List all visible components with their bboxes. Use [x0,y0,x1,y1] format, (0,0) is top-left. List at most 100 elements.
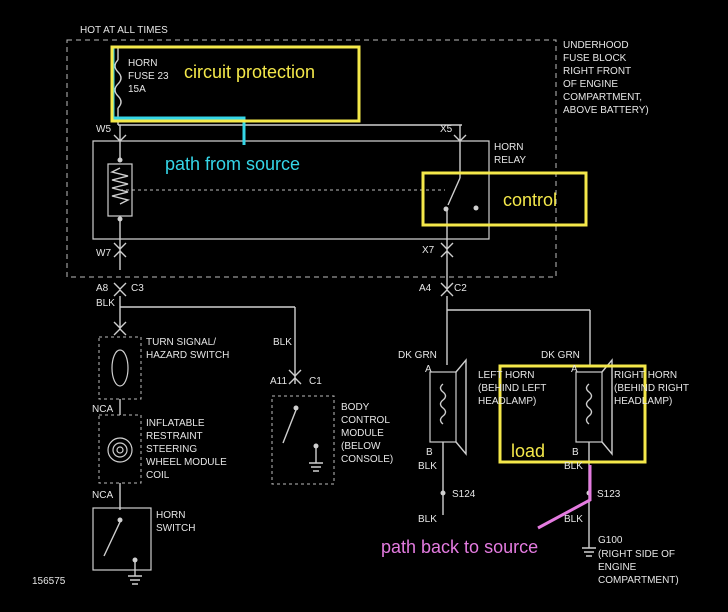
connector [113,321,127,336]
label-right-horn-3: HEADLAMP) [614,396,672,407]
left-horn-body [429,371,457,443]
node [293,405,299,411]
label-w5: W5 [96,124,111,135]
label-fuse-number: FUSE 23 [128,71,169,82]
label-fuse-block-1: UNDERHOOD [563,40,629,51]
label-fuse-block-4: OF ENGINE [563,79,618,90]
label-nca-2: NCA [92,490,113,501]
label-hot-at-all-times: HOT AT ALL TIMES [80,25,168,36]
label-s124: S124 [452,489,476,500]
splice-s124 [440,490,446,496]
connector-w5 [113,134,127,142]
label-horn-relay-2: RELAY [494,155,526,166]
label-horn-relay-1: HORN [494,142,523,153]
label-dk-grn-left: DK GRN [398,350,437,361]
ground-g100 [582,547,596,557]
relay-coil-symbol [109,167,131,205]
label-bcm-5: CONSOLE) [341,454,393,465]
coil-spiral-inner [116,446,124,454]
relay-switch-blade [447,177,461,206]
connector-c2 [440,282,454,297]
label-restraint-3: STEERING [146,444,197,455]
circuit-protection-box [110,45,361,123]
label-restraint-1: INFLATABLE [146,418,205,429]
horn-switch-blade [103,521,121,557]
fuse-symbol [114,59,122,109]
node [117,517,123,523]
label-fuse-block-3: RIGHT FRONT [563,66,631,77]
label-fuse-rating: 15A [128,84,146,95]
label-left-horn-2: (BEHIND LEFT [478,383,546,394]
label-ground-2: ENGINE [598,562,637,573]
annotation-path-back-to-source: path back to source [381,537,538,557]
left-horn-bell [455,358,467,456]
coil-spiral-outer [107,437,133,463]
label-a11: A11 [270,376,287,387]
connector-x5 [453,134,467,142]
label-fuse-block-5: COMPARTMENT, [563,92,642,103]
coil-box [107,163,133,217]
annotation-load: load [511,441,545,461]
relay-housing [92,140,490,240]
label-c3: C3 [131,283,144,294]
label-fuse-block-6: ABOVE BATTERY) [563,105,649,116]
turn-signal-switch-box [98,336,142,400]
label-restraint-5: COIL [146,470,170,481]
label-left-a: A [425,364,432,375]
label-left-horn-1: LEFT HORN [478,370,535,381]
label-a4: A4 [419,283,432,294]
label-g100: G100 [598,535,623,546]
annotation-circuit-protection: circuit protection [184,62,315,82]
label-figure-number: 156575 [32,576,66,587]
label-nca-1: NCA [92,404,113,415]
bcm-box [271,395,335,485]
label-fuse-name: HORN [128,58,157,69]
coil-spiral-mid [112,442,128,458]
turn-signal-contact [111,349,129,387]
label-c1: C1 [309,376,322,387]
label-horn-switch-2: SWITCH [156,523,195,534]
label-x7: X7 [422,245,435,256]
label-dk-grn-right: DK GRN [541,350,580,361]
label-horn-switch-1: HORN [156,510,185,521]
label-blk-3: BLK [418,461,437,472]
annotation-control: control [503,190,557,210]
control-box [421,171,588,227]
label-x5: X5 [440,124,453,135]
label-fuse-block-2: FUSE BLOCK [563,53,627,64]
label-right-b: B [572,447,579,458]
label-restraint-2: RESTRAINT [146,431,203,442]
label-blk-2: BLK [273,337,292,348]
bcm-switch-blade [282,409,297,444]
fuse-block-outline [66,39,557,278]
label-bcm-1: BODY [341,402,370,413]
steering-coil-box [98,414,142,484]
label-blk-4: BLK [564,461,583,472]
label-restraint-4: WHEEL MODULE [146,457,227,468]
label-bcm-2: CONTROL [341,415,390,426]
label-blk-1: BLK [96,298,115,309]
right-horn-body [575,371,603,443]
path-back-line [537,465,592,530]
label-blk-6: BLK [564,514,583,525]
ground-symbol [128,575,142,585]
horn-switch-box [92,507,152,571]
label-s123: S123 [597,489,621,500]
label-turn-signal-1: TURN SIGNAL/ [146,337,216,348]
label-left-horn-3: HEADLAMP) [478,396,536,407]
right-horn-bell [601,358,613,456]
label-blk-5: BLK [418,514,437,525]
connector-c3 [113,282,127,297]
connector-x7 [440,242,454,258]
label-turn-signal-2: HAZARD SWITCH [146,350,229,361]
label-right-horn-1: RIGHT HORN [614,370,677,381]
right-horn-coil [585,383,593,425]
label-a8: A8 [96,283,109,294]
label-ground-1: (RIGHT SIDE OF [598,549,675,560]
load-box [498,364,647,464]
left-horn-coil [439,383,447,425]
label-right-a: A [571,364,578,375]
label-w7: W7 [96,248,111,259]
label-right-horn-2: (BEHIND RIGHT [614,383,689,394]
